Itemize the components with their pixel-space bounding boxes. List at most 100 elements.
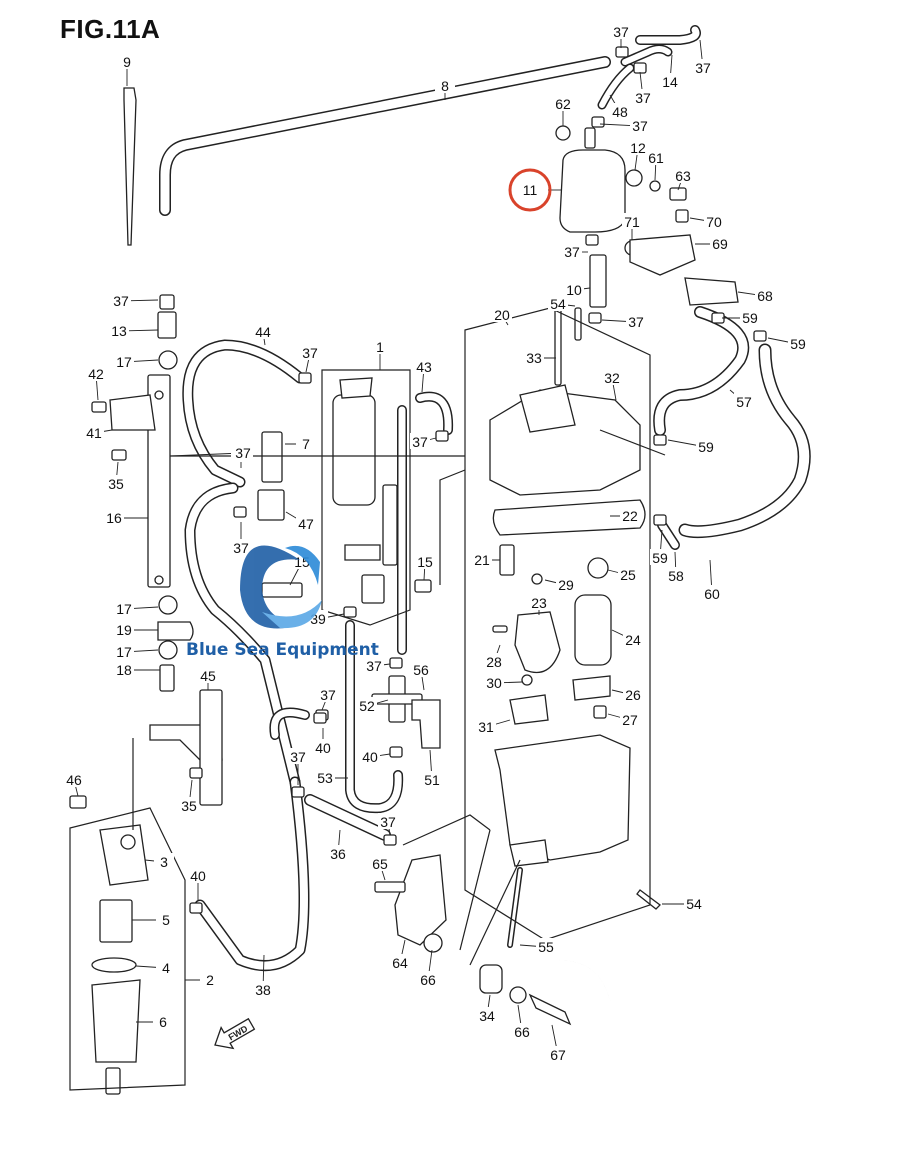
label-bg-29 bbox=[666, 567, 686, 583]
callout-9-6: 9 bbox=[123, 54, 131, 70]
callout-28-36: 28 bbox=[486, 654, 502, 670]
callout-48-4: 48 bbox=[612, 104, 628, 120]
hose-clamp-9 bbox=[343, 606, 357, 618]
label-bg-10 bbox=[646, 149, 666, 165]
filter-strainer bbox=[382, 484, 398, 566]
label-bg-23 bbox=[524, 349, 544, 365]
label-bg-3 bbox=[633, 89, 653, 105]
callout-62-7: 62 bbox=[555, 96, 571, 112]
label-bg-63 bbox=[328, 845, 348, 861]
hose-clamp-15 bbox=[313, 712, 327, 724]
highlight-ring-11 bbox=[508, 168, 552, 212]
label-bg-39 bbox=[620, 711, 640, 727]
label-bg-84 bbox=[198, 667, 218, 683]
label-bg-45 bbox=[253, 323, 273, 339]
label-bg-62 bbox=[378, 813, 398, 829]
label-bg-74 bbox=[114, 353, 134, 369]
callout-35-85: 35 bbox=[181, 798, 197, 814]
label-bg-81 bbox=[114, 621, 134, 637]
callout-38-93: 38 bbox=[255, 982, 271, 998]
callout-26-37: 26 bbox=[625, 687, 641, 703]
hose-14b-core bbox=[622, 46, 671, 65]
label-bg-17 bbox=[548, 295, 568, 311]
bolt-42 bbox=[91, 401, 107, 413]
callout-59-26: 59 bbox=[698, 439, 714, 455]
gasket-22 bbox=[492, 499, 646, 536]
callout-17-74: 17 bbox=[116, 354, 132, 370]
hose-clamp-14 bbox=[189, 902, 203, 914]
callout-45-84: 45 bbox=[200, 668, 216, 684]
connector-block bbox=[519, 384, 576, 433]
assembly-line-15 bbox=[439, 469, 466, 585]
callout-22-27: 22 bbox=[622, 508, 638, 524]
separator-bracket bbox=[509, 839, 549, 867]
label-bg-43 bbox=[410, 433, 430, 449]
fuel-pump-24 bbox=[574, 594, 612, 666]
plug-62 bbox=[555, 125, 571, 141]
fwd-arrow-icon: FWD bbox=[214, 1017, 256, 1050]
screw-30 bbox=[521, 674, 533, 686]
label-bg-69 bbox=[477, 1007, 497, 1023]
callout-19-81: 19 bbox=[116, 622, 132, 638]
callout-37-62: 37 bbox=[380, 814, 396, 830]
label-bg-14 bbox=[710, 235, 730, 251]
label-bg-87 bbox=[154, 853, 174, 869]
label-bg-37 bbox=[623, 686, 643, 702]
valve-31 bbox=[509, 694, 549, 725]
label-bg-9 bbox=[628, 139, 648, 155]
cap-25 bbox=[587, 557, 609, 579]
pipe-47 bbox=[257, 489, 285, 521]
bolt-35-a bbox=[111, 449, 127, 461]
callout-61-10: 61 bbox=[648, 150, 664, 166]
callout-67-71: 67 bbox=[550, 1047, 566, 1063]
label-bg-38 bbox=[484, 674, 504, 690]
pin-15-a bbox=[261, 582, 303, 598]
screw-63 bbox=[669, 187, 687, 201]
label-bg-93 bbox=[253, 981, 273, 997]
hose-clamp-16 bbox=[389, 746, 403, 758]
label-bg-78 bbox=[106, 475, 126, 491]
hose-55-stub bbox=[559, 959, 611, 1001]
union-19 bbox=[157, 621, 194, 641]
callout-37-53: 37 bbox=[366, 658, 382, 674]
spacer-66-a bbox=[423, 933, 443, 953]
label-bg-64 bbox=[370, 855, 390, 871]
washer-17-c bbox=[158, 640, 178, 660]
hose-36-core bbox=[305, 795, 390, 840]
label-bg-18 bbox=[755, 287, 775, 303]
callout-30-38: 30 bbox=[486, 675, 502, 691]
hose-clamp-13 bbox=[383, 834, 397, 846]
label-bg-1 bbox=[693, 59, 713, 75]
rail-hole-b bbox=[154, 575, 164, 585]
callout-37-72: 37 bbox=[113, 293, 129, 309]
callout-37-55: 37 bbox=[320, 687, 336, 703]
callout-37-50: 37 bbox=[233, 540, 249, 556]
callout-53-59: 53 bbox=[317, 770, 333, 786]
connector-13 bbox=[157, 311, 177, 339]
label-bg-36 bbox=[484, 653, 504, 669]
callout-60-30: 60 bbox=[704, 586, 720, 602]
filter-port bbox=[120, 834, 136, 850]
callout-14-2: 14 bbox=[662, 74, 678, 90]
figure-title: FIG.11A bbox=[60, 14, 161, 44]
callout-40-58: 40 bbox=[362, 749, 378, 765]
callout-47-49: 47 bbox=[298, 516, 314, 532]
label-bg-15 bbox=[562, 243, 582, 259]
callout-55-67: 55 bbox=[538, 939, 554, 955]
bolt-54-a bbox=[574, 307, 582, 341]
label-bg-89 bbox=[156, 911, 176, 927]
callout-59-20: 59 bbox=[742, 310, 758, 326]
bracket-51 bbox=[411, 699, 441, 749]
label-bg-85 bbox=[179, 797, 199, 813]
callout-37-46: 37 bbox=[302, 345, 318, 361]
label-bg-71 bbox=[548, 1046, 568, 1062]
label-bg-79 bbox=[104, 509, 124, 525]
label-bg-68 bbox=[684, 895, 704, 911]
regulator-cap bbox=[339, 377, 373, 399]
wave-logo-icon bbox=[240, 545, 322, 629]
hose-clamp-10 bbox=[389, 657, 403, 669]
callout-34-69: 34 bbox=[479, 1008, 495, 1024]
label-bg-55 bbox=[318, 686, 338, 702]
label-bg-30 bbox=[702, 585, 722, 601]
hose-38-top-core bbox=[270, 709, 309, 739]
